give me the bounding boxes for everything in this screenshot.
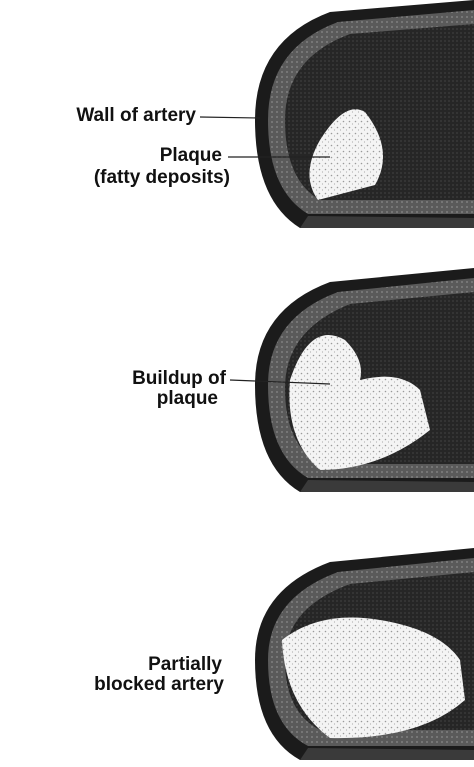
- artery-illustration-3: [255, 548, 474, 760]
- artery-illustration-1: [255, 0, 474, 228]
- leader-wall: [200, 117, 260, 118]
- label-wall-of-artery: Wall of artery: [76, 105, 196, 127]
- label-partially: Partially: [148, 654, 222, 676]
- label-plaque-2: plaque: [157, 388, 218, 410]
- label-plaque: Plaque: [160, 145, 222, 167]
- label-fatty-deposits: (fatty deposits): [94, 167, 230, 189]
- artery-illustration-2: [255, 268, 474, 492]
- label-buildup-of: Buildup of: [132, 368, 226, 390]
- label-blocked-artery: blocked artery: [94, 674, 224, 696]
